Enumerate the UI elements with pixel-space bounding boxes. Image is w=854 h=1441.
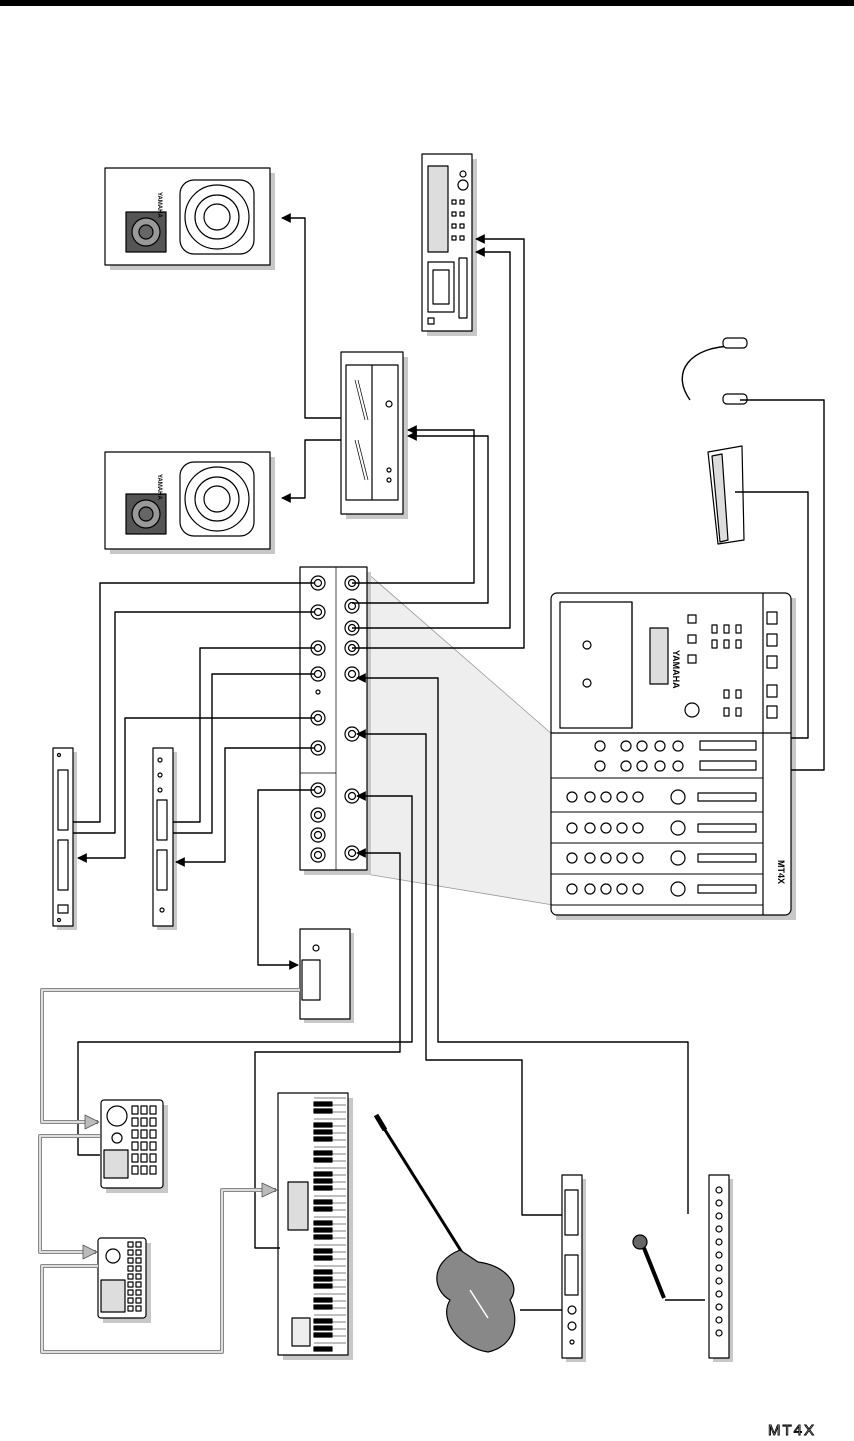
sequencer (98, 1238, 151, 1323)
svg-text:MT4X: MT4X (768, 1422, 816, 1438)
black-key (314, 1256, 332, 1260)
black-key (314, 1123, 332, 1127)
black-key (314, 1200, 332, 1204)
black-key (314, 1151, 332, 1155)
jack-socket (311, 828, 325, 842)
jack-socket (345, 789, 359, 803)
zoom-projection (366, 572, 553, 905)
black-key (314, 1298, 332, 1302)
effect-processor-1 (53, 748, 77, 930)
black-key (314, 1137, 332, 1141)
mt4x-multitrack-recorder: YAMAHA MT4X (551, 593, 796, 920)
black-key (314, 1179, 332, 1183)
power-amplifier (341, 352, 408, 519)
black-key (314, 1172, 332, 1176)
drum-machine (101, 1100, 168, 1193)
black-key (314, 1109, 332, 1113)
jack-socket (345, 667, 359, 681)
mt4x-logo: MT4X (768, 1422, 848, 1438)
black-key (314, 1249, 332, 1253)
black-key (314, 1228, 332, 1232)
black-key (314, 1235, 332, 1239)
midi-cables-core (40, 990, 300, 1352)
black-key (314, 1347, 332, 1351)
jack-socket (311, 808, 325, 822)
black-key (314, 1333, 332, 1337)
speaker-brand-label: YAMAHA (156, 192, 162, 218)
monitor-speaker-top: YAMAHA (105, 168, 275, 270)
black-key (314, 1221, 332, 1225)
black-key (314, 1130, 332, 1134)
black-key (314, 1277, 332, 1281)
midi-cables (40, 990, 300, 1352)
cassette-deck (422, 154, 477, 336)
rear-panel-jacks (300, 567, 371, 875)
electric-guitar (376, 1115, 515, 1352)
jack-socket (345, 599, 359, 613)
microphone-preamp (709, 1175, 733, 1362)
black-key (314, 1270, 332, 1274)
microphone (633, 1235, 664, 1298)
black-key (314, 1207, 332, 1211)
effect-processor-2 (153, 748, 177, 930)
black-key (314, 1186, 332, 1190)
black-key (314, 1326, 332, 1330)
black-key (314, 1284, 332, 1288)
black-key (314, 1319, 332, 1323)
mt4x-panel-model-label: MT4X (776, 860, 786, 884)
midi-sync-box (300, 929, 354, 1023)
black-key (314, 1305, 332, 1309)
headphones (682, 338, 747, 404)
foot-switch (708, 446, 744, 544)
jack-socket (345, 846, 359, 860)
synthesizer-keyboard (278, 1093, 353, 1360)
jack-socket (311, 848, 325, 862)
jack-socket (345, 727, 359, 741)
guitar-processor (562, 1175, 586, 1362)
mt4x-brand-label: YAMAHA (671, 650, 681, 689)
black-key (314, 1158, 332, 1162)
monitor-speaker-bottom: YAMAHA (105, 452, 275, 554)
speaker-brand-label: YAMAHA (156, 474, 162, 500)
black-key (314, 1102, 332, 1106)
